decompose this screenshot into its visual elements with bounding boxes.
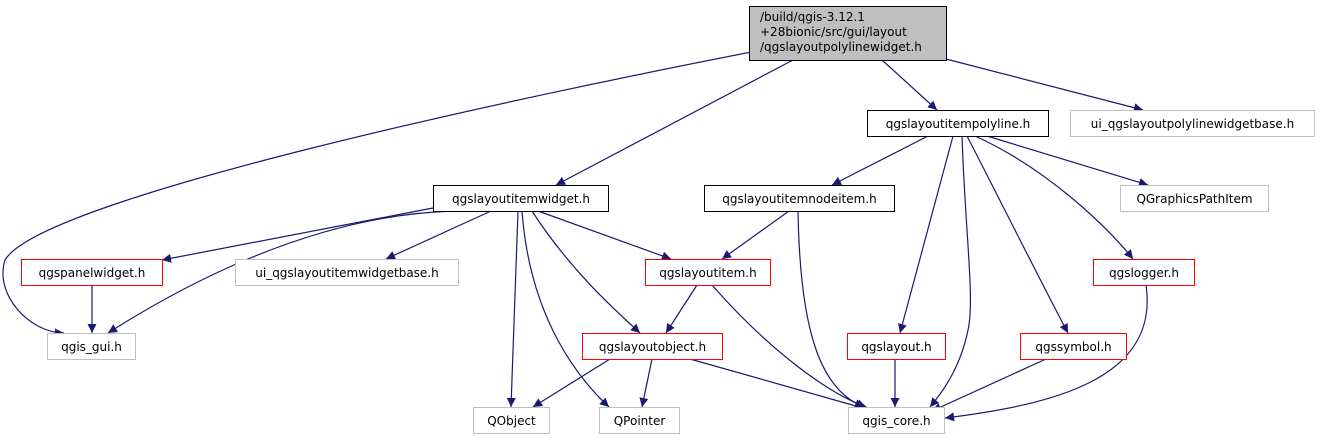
edge-qgslayoutobject-to-qobject (532, 358, 611, 408)
node-box (473, 407, 550, 434)
edge-qgslayoutitem-to-qgis_core (711, 284, 867, 409)
node-qgslayout[interactable]: qgslayout.h (847, 333, 946, 360)
node-label: qgssymbol.h (1035, 340, 1111, 354)
node-box (235, 259, 459, 286)
node-label: qgslayoutitem.h (659, 266, 756, 280)
node-qgssymbol[interactable]: qgssymbol.h (1020, 333, 1127, 360)
node-qgslayoutitemnodeitem[interactable]: qgslayoutitemnodeitem.h (704, 185, 895, 212)
node-box (47, 333, 136, 360)
edge-qgslayoutitempolyline-to-qgraphicspathitem (986, 135, 1149, 187)
node-box (867, 110, 1049, 137)
node-box (1070, 110, 1315, 137)
edge-qgslayoutobject-to-qpointer (639, 358, 653, 408)
node-label: qgslogger.h (1109, 266, 1179, 280)
edges-layer (2, 43, 1149, 422)
edge-qgslayoutitempolyline-to-qgslogger (974, 135, 1134, 260)
node-label-line: /qgslayoutpolylinewidget.h (760, 40, 922, 54)
node-ui_polylinewidgetbase: ui_qgslayoutpolylinewidgetbase.h (1070, 110, 1315, 137)
edge-qgslayoutitempolyline-to-qgslayout (897, 135, 954, 334)
edge-qgslayoutitem-to-qgslayoutobject (665, 284, 698, 334)
node-box (749, 6, 947, 61)
node-label: QGraphicsPathItem (1136, 192, 1252, 206)
node-box (1120, 185, 1269, 212)
node-label: ui_qgslayoutpolylinewidgetbase.h (1091, 117, 1294, 131)
edge-qgslayoutitemwidget-to-ui_itemwidgetbase (385, 210, 492, 260)
node-box (847, 333, 946, 360)
node-box (704, 185, 895, 212)
node-label: /build/qgis-3.12.1+28bionic/src/gui/layo… (760, 10, 922, 54)
edge-root-to-qgis_gui (2, 43, 794, 338)
node-label: qgis_gui.h (61, 340, 122, 354)
edge-qgssymbol-to-qgis_core (931, 358, 1047, 412)
node-qgis_core: qgis_core.h (848, 407, 945, 434)
node-box (1093, 259, 1195, 286)
node-box (582, 333, 723, 360)
edge-qgslayoutitemwidget-to-qgslayoutobject (531, 210, 641, 334)
edge-qgslayoutitempolyline-to-qgssymbol (966, 135, 1069, 334)
node-box (848, 407, 945, 434)
node-qgspanelwidget[interactable]: qgspanelwidget.h (21, 259, 163, 286)
node-qgis_gui: qgis_gui.h (47, 333, 136, 360)
node-label-line: /build/qgis-3.12.1 (760, 10, 865, 24)
node-label: qgslayoutitemwidget.h (452, 192, 590, 206)
edge-root-to-ui_polylinewidgetbase (945, 58, 1144, 113)
node-box (21, 259, 163, 286)
edge-qgslayoutitemwidget-to-qgslayoutitem (537, 210, 672, 261)
node-label: qgslayoutitempolyline.h (886, 117, 1031, 131)
node-qobject: QObject (473, 407, 550, 434)
node-qgslayoutitemwidget[interactable]: qgslayoutitemwidget.h (433, 185, 609, 212)
edge-qgslayoutobject-to-qgis_core (689, 358, 871, 412)
node-box (433, 185, 609, 212)
edge-qgslayoutitemnodeitem-to-qgslayoutitem (721, 210, 790, 260)
node-qgraphicspathitem: QGraphicsPathItem (1120, 185, 1269, 212)
node-label: qgslayoutobject.h (599, 340, 706, 354)
node-qgslayoutobject[interactable]: qgslayoutobject.h (582, 333, 723, 360)
node-box (1020, 333, 1127, 360)
edge-qgslayoutitemwidget-to-qgspanelwidget (161, 207, 434, 263)
node-label: qgslayout.h (861, 340, 931, 354)
edge-qgslogger-to-qgis_core (944, 284, 1148, 422)
edge-root-to-qgslayoutitemwidget (555, 59, 794, 186)
edge-qgslayoutitemwidget-to-qpointer (521, 210, 610, 408)
node-qpointer: QPointer (599, 407, 680, 434)
edge-qgslayoutitempolyline-to-qgis_core (929, 135, 971, 408)
node-qgslayoutitem[interactable]: qgslayoutitem.h (645, 259, 771, 286)
node-box (599, 407, 680, 434)
node-label-line: +28bionic/src/gui/layout (760, 25, 907, 39)
edge-qgslayoutitempolyline-to-qgslayoutitemnodeitem (831, 135, 929, 186)
node-qgslogger[interactable]: qgslogger.h (1093, 259, 1195, 286)
edge-root-to-qgslayoutitempolyline (881, 59, 938, 111)
node-label: QObject (487, 414, 536, 428)
edge-qgslayoutitemwidget-to-qobject (506, 210, 519, 408)
node-qgslayoutitempolyline[interactable]: qgslayoutitempolyline.h (867, 110, 1049, 137)
node-label: qgis_core.h (862, 414, 930, 428)
edge-qgslayoutitemnodeitem-to-qgis_core (797, 210, 865, 408)
node-ui_itemwidgetbase: ui_qgslayoutitemwidgetbase.h (235, 259, 459, 286)
node-label: QPointer (614, 414, 666, 428)
nodes-layer: /build/qgis-3.12.1+28bionic/src/gui/layo… (21, 6, 1315, 434)
node-label: qgslayoutitemnodeitem.h (722, 192, 877, 206)
node-root[interactable]: /build/qgis-3.12.1+28bionic/src/gui/layo… (749, 6, 947, 61)
node-box (645, 259, 771, 286)
node-label: ui_qgslayoutitemwidgetbase.h (255, 266, 438, 280)
node-label: qgspanelwidget.h (39, 266, 146, 280)
